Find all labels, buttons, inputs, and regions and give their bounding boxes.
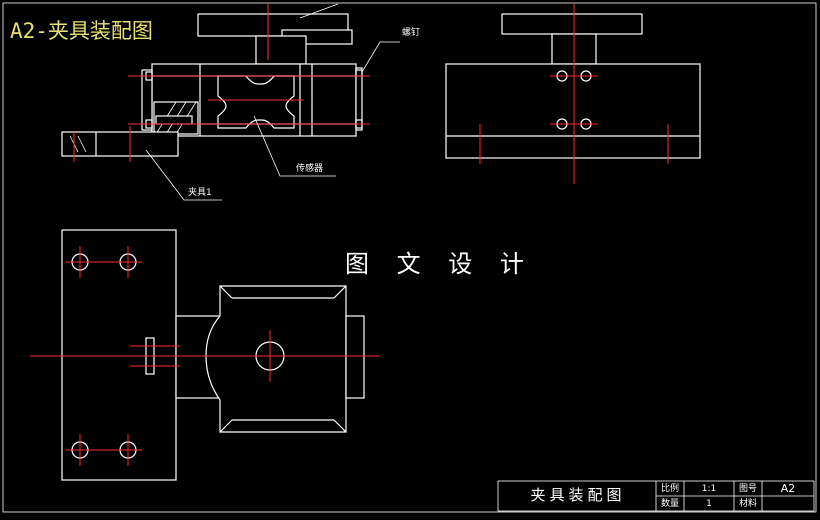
side-handle: [501, 13, 643, 35]
tb-material-label: 材料: [738, 499, 757, 509]
top-view: [30, 229, 380, 481]
sensor-shape: [217, 75, 295, 129]
leader-screw: [361, 41, 400, 73]
title-block-lines: [497, 480, 815, 512]
right-clamp-plate: [355, 69, 363, 131]
tb-scale-label: 比例: [660, 484, 679, 494]
fixture-bar: [61, 131, 179, 157]
right-boss: [345, 315, 365, 399]
tb-sheet-value: A2: [780, 482, 796, 495]
tb-qty-value: 1: [706, 499, 712, 509]
chamfer-3: [219, 419, 233, 433]
handle-stem: [255, 35, 307, 65]
drawing-frame: [2, 2, 817, 513]
sensor-head: [205, 285, 347, 433]
screw-body: [155, 115, 193, 125]
fixture-hatch-2: [77, 135, 87, 153]
side-body: [445, 63, 701, 159]
side-view: [445, 4, 701, 184]
chamfer-4: [333, 419, 347, 433]
leader-sensor: [253, 115, 336, 177]
chamfer-1: [219, 285, 233, 299]
left-clamp-plate: [141, 69, 153, 131]
tb-scale-value: 1:1: [701, 484, 717, 494]
label-fixture: 夹具1: [188, 188, 212, 198]
leader-handle: [299, 3, 339, 19]
label-screw: 螺钉: [402, 28, 421, 38]
watermark-text: 图 文 设 计: [345, 250, 534, 278]
title-block-name: 夹具装配图: [530, 486, 626, 504]
tb-qty-label: 数量: [660, 499, 679, 509]
label-sensor: 传感器: [296, 164, 324, 174]
tb-sheet-label: 图号: [738, 484, 757, 494]
front-view: [61, 3, 400, 201]
drawing-title: A2-夹具装配图: [10, 19, 153, 43]
leader-fixture: [145, 149, 222, 201]
chamfer-2: [333, 285, 347, 299]
